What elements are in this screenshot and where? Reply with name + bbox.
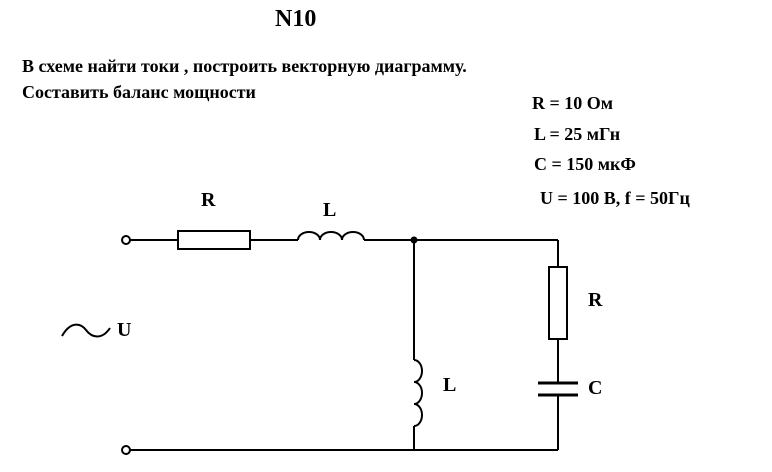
param-voltage-frequency: U = 100 В, f = 50Гц (540, 188, 690, 208)
terminal-top (121, 235, 131, 245)
label-series-r: R (201, 189, 216, 211)
label-branch-c: C (588, 377, 602, 399)
label-branch-l: L (443, 374, 456, 396)
param-capacitance: C = 150 мкФ (534, 154, 636, 174)
terminal-bottom (121, 445, 131, 455)
branch-inductor (413, 359, 423, 427)
param-resistance: R = 10 Ом (532, 93, 614, 113)
task-text-line-2: Составить баланс мощности (22, 82, 256, 102)
ac-source-icon (61, 323, 111, 338)
task-text-line-1: В схеме найти токи , построить векторную… (22, 56, 467, 76)
label-series-l: L (323, 199, 336, 221)
branch-resistor (548, 266, 568, 340)
label-source-u: U (117, 319, 131, 341)
problem-number: N10 (275, 6, 317, 32)
series-inductor (297, 231, 365, 241)
label-branch-r: R (588, 289, 603, 311)
param-inductance: L = 25 мГн (534, 124, 621, 144)
series-resistor (177, 230, 251, 250)
